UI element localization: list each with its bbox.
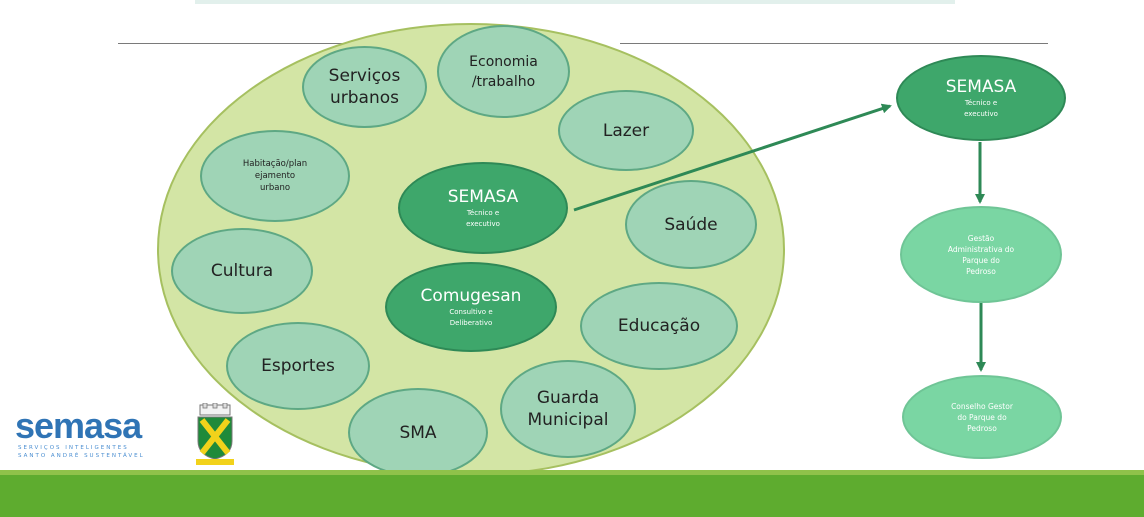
node-guarda-municipal: Guarda Municipal <box>500 360 636 458</box>
flow-node-semasa: SEMASA Técnico e executivo <box>896 55 1066 141</box>
arrow-semasa-to-flow <box>573 103 892 212</box>
node-esportes-label: Esportes <box>261 356 335 376</box>
node-economia-line2: /trabalho <box>471 73 536 90</box>
node-guarda-line2: Municipal <box>527 410 609 430</box>
top-accent-bar <box>195 0 955 4</box>
node-lazer: Lazer <box>558 90 694 171</box>
node-comugesan-sub2: Deliberativo <box>449 319 493 327</box>
logo-tagline-2: SANTO ANDRÉ SUSTENTÁVEL <box>18 453 145 459</box>
node-economia-trabalho: Economia /trabalho <box>437 25 570 118</box>
node-semasa-center-sub1: Técnico e <box>466 209 500 217</box>
semasa-logo: semasa SERVIÇOS INTELIGENTES SANTO ANDRÉ… <box>15 408 175 468</box>
footer-top-band <box>0 470 1144 475</box>
footer-bar <box>0 475 1144 517</box>
logo-tagline-1: SERVIÇOS INTELIGENTES <box>18 445 129 451</box>
node-guarda-line1: Guarda <box>536 388 600 408</box>
flow-node-gestao-line1: Gestão <box>967 233 995 243</box>
flow-node-conselho: Conselho Gestor do Parque do Pedroso <box>902 375 1062 459</box>
node-economia-line1: Economia <box>469 53 538 70</box>
node-comugesan-title: Comugesan <box>420 286 522 306</box>
flow-node-gestao-line3: Parque do <box>962 255 1000 265</box>
node-educacao-label: Educação <box>617 316 701 336</box>
node-esportes: Esportes <box>226 322 370 410</box>
node-cultura: Cultura <box>171 228 313 314</box>
node-semasa-center-sub2: executivo <box>466 220 500 228</box>
node-habitacao-line3: urbano <box>259 183 291 193</box>
node-sma: SMA <box>348 388 488 477</box>
node-habitacao-line1: Habitação/plan <box>242 159 308 169</box>
flow-node-conselho-line1: Conselho Gestor <box>951 401 1013 411</box>
flow-node-gestao-line4: Pedroso <box>966 266 996 276</box>
node-comugesan-sub1: Consultivo e <box>449 308 493 316</box>
node-servicos-urbanos-label: Serviços urbanos <box>328 66 401 108</box>
flow-node-gestao-line2: Administrativa do <box>947 244 1015 254</box>
node-educacao: Educação <box>580 282 738 370</box>
flow-node-conselho-line2: do Parque do <box>957 412 1007 422</box>
node-cultura-label: Cultura <box>210 261 274 281</box>
node-semasa-center-title: SEMASA <box>447 187 519 207</box>
flow-node-conselho-line3: Pedroso <box>967 423 997 433</box>
node-habitacao-line2: ejamento <box>254 171 296 181</box>
santo-andre-coat-of-arms-icon <box>190 402 240 467</box>
node-semasa-center: SEMASA Técnico e executivo <box>398 162 568 254</box>
node-lazer-label: Lazer <box>602 120 650 141</box>
flow-node-semasa-sub2: executivo <box>964 110 998 118</box>
flow-node-semasa-sub1: Técnico e <box>964 99 998 107</box>
node-comugesan: Comugesan Consultivo e Deliberativo <box>385 262 557 352</box>
node-servicos-urbanos: Serviços urbanos <box>302 46 427 128</box>
node-habitacao: Habitação/plan ejamento urbano <box>200 130 350 222</box>
divider-line-right <box>620 43 1048 44</box>
node-saude: Saúde <box>625 180 757 269</box>
node-sma-label: SMA <box>399 422 437 443</box>
logo-wordmark: semasa <box>15 405 142 446</box>
divider-line-left <box>118 43 458 44</box>
flow-node-gestao: Gestão Administrativa do Parque do Pedro… <box>900 206 1062 303</box>
node-saude-label: Saúde <box>664 214 718 235</box>
flow-node-semasa-title: SEMASA <box>945 77 1017 97</box>
